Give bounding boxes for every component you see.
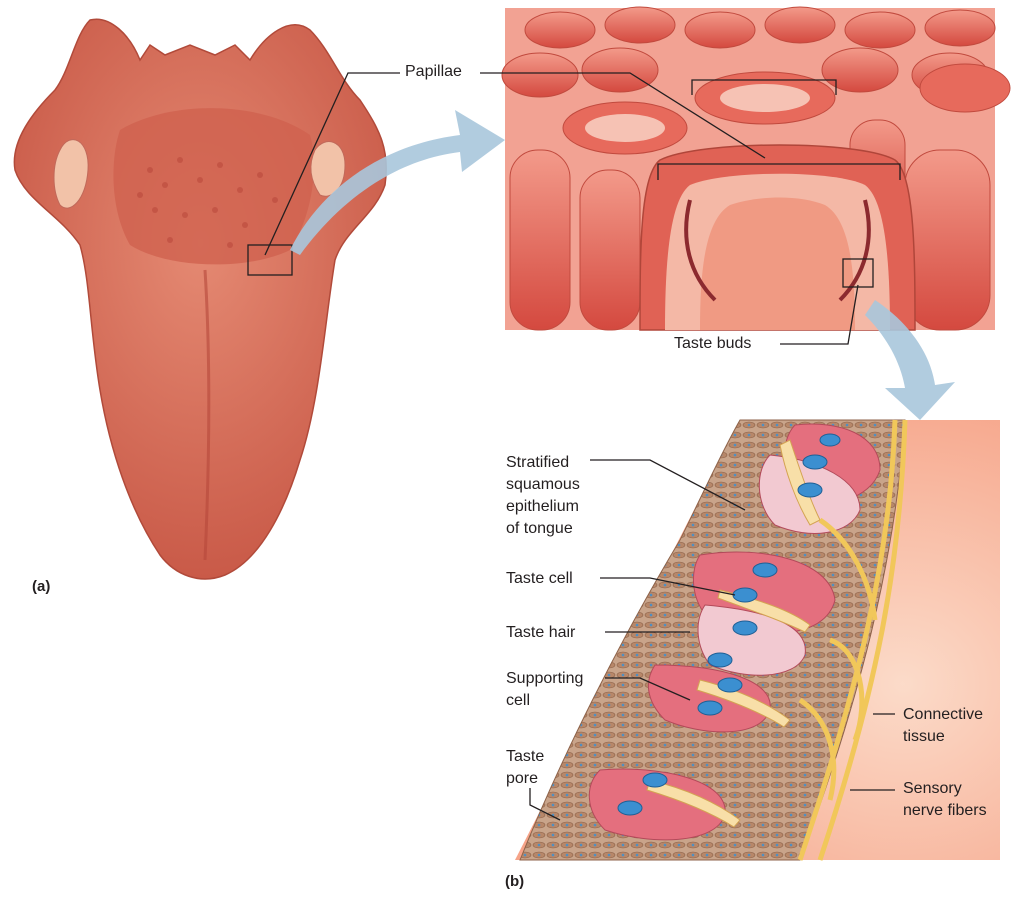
panel-label-b: (b) (505, 873, 524, 890)
panel-label-a: (a) (32, 578, 50, 595)
label-taste-pore: Taste pore (506, 746, 544, 790)
label-sensory-nerve-fibers: Sensory nerve fibers (903, 778, 987, 822)
label-taste-hair: Taste hair (506, 622, 575, 644)
papillae-illustration (502, 7, 1010, 330)
label-papillae: Papillae (405, 61, 462, 83)
label-supporting-cell: Supporting cell (506, 668, 583, 712)
label-taste-buds: Taste buds (674, 333, 751, 355)
label-taste-cell: Taste cell (506, 568, 573, 590)
tongue-illustration (14, 19, 386, 579)
label-connective-tissue: Connective tissue (903, 704, 983, 748)
label-stratified-epithelium: Stratified squamous epithelium of tongue (506, 452, 580, 540)
